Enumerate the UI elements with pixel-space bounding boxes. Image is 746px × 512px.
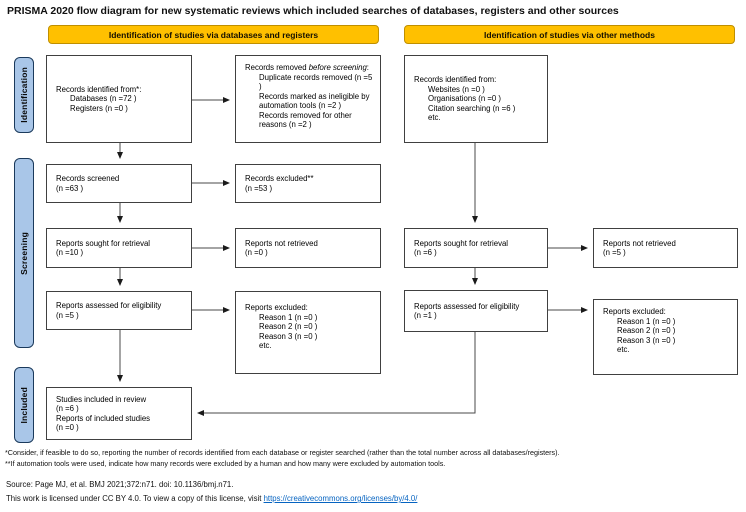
- phase-label-included: Included: [14, 367, 34, 443]
- box-line: Duplicate records removed (n =5 ): [259, 72, 373, 92]
- box-line: Records removed before screening:: [245, 63, 369, 72]
- box-reports-excluded-databases: Reports excluded: Reason 1 (n =0 ) Reaso…: [235, 291, 381, 374]
- page-title: PRISMA 2020 flow diagram for new systema…: [7, 5, 619, 17]
- box-line: Records marked as ineligible by automati…: [259, 91, 370, 111]
- header-other-methods: Identification of studies via other meth…: [404, 25, 735, 44]
- box-line: (n =0 ): [56, 423, 79, 432]
- box-line: (n =5 ): [603, 248, 626, 257]
- box-reports-excluded-other: Reports excluded: Reason 1 (n =0 ) Reaso…: [593, 299, 738, 375]
- box-line: (n =10 ): [56, 248, 84, 257]
- box-line: Reports assessed for eligibility: [414, 301, 520, 311]
- box-reports-assessed-other: Reports assessed for eligibility (n =1 ): [404, 290, 548, 332]
- box-studies-included: Studies included in review (n =6 ) Repor…: [46, 387, 192, 440]
- box-line: etc.: [428, 113, 441, 123]
- box-line: Reports excluded:: [245, 303, 308, 312]
- box-records-identified-other: Records identified from: Websites (n =0 …: [404, 55, 548, 143]
- box-line: Reports assessed for eligibility: [56, 301, 162, 310]
- box-records-removed: Records removed before screening: Duplic…: [235, 55, 381, 143]
- box-line: Reason 3 (n =0 ): [617, 335, 676, 345]
- box-line: Reason 1 (n =0 ): [617, 316, 676, 326]
- box-reports-not-retrieved-other: Reports not retrieved (n =5 ): [593, 228, 738, 268]
- box-line: Records screened: [56, 174, 120, 183]
- box-line: Reports sought for retrieval: [56, 238, 151, 248]
- box-line: Records excluded**: [245, 174, 314, 183]
- box-line: Reports excluded:: [603, 307, 666, 316]
- source-citation: Source: Page MJ, et al. BMJ 2021;372:n71…: [6, 480, 234, 489]
- header-databases-registers: Identification of studies via databases …: [48, 25, 379, 44]
- box-line: (n =0 ): [245, 248, 268, 257]
- box-line: (n =6 ): [414, 248, 437, 257]
- box-reports-sought-other: Reports sought for retrieval (n =6 ): [404, 228, 548, 268]
- box-line: Reason 2 (n =0 ): [259, 322, 318, 331]
- box-line: Records identified from:: [414, 75, 497, 85]
- box-line: (n =63 ): [56, 183, 84, 193]
- box-line: (n =1 ): [414, 311, 437, 320]
- box-line: etc.: [617, 345, 630, 354]
- footnote-asterisk: *Consider, if feasible to do so, reporti…: [5, 448, 560, 457]
- box-line: (n =5 ): [56, 310, 79, 320]
- box-reports-assessed-databases: Reports assessed for eligibility (n =5 ): [46, 291, 192, 330]
- box-line: Reports of included studies: [56, 413, 151, 423]
- box-records-identified-databases: Records identified from*: Databases (n =…: [46, 55, 192, 143]
- phase-label-identification: Identification: [14, 57, 34, 133]
- license-link[interactable]: https://creativecommons.org/licenses/by/…: [263, 494, 418, 503]
- box-line: Records identified from*:: [56, 84, 142, 94]
- box-line: Citation searching (n =6 ): [428, 103, 516, 113]
- box-line: (n =6 ): [56, 404, 79, 413]
- box-line: Websites (n =0 ): [428, 84, 485, 94]
- box-reports-sought-databases: Reports sought for retrieval (n =10 ): [46, 228, 192, 268]
- license-text: This work is licensed under CC BY 4.0. T…: [6, 494, 264, 503]
- box-line: Reason 2 (n =0 ): [617, 326, 676, 335]
- box-line: Reports sought for retrieval: [414, 238, 509, 248]
- box-records-screened: Records screened (n =63 ): [46, 164, 192, 203]
- box-line: Registers (n =0 ): [70, 103, 128, 113]
- box-line: (n =53 ): [245, 183, 273, 193]
- box-line: Reports not retrieved: [603, 238, 676, 248]
- box-line: Databases (n =72 ): [70, 94, 137, 104]
- box-line: Organisations (n =0 ): [428, 94, 502, 104]
- box-records-excluded: Records excluded** (n =53 ): [235, 164, 381, 203]
- box-line: Reports not retrieved: [245, 238, 318, 248]
- box-line: Records removed for other reasons (n =2 …: [259, 110, 352, 130]
- box-line: Studies included in review: [56, 394, 147, 404]
- license-line: This work is licensed under CC BY 4.0. T…: [6, 494, 417, 503]
- footnote-double-asterisk: **If automation tools were used, indicat…: [5, 459, 446, 468]
- box-line: Reason 3 (n =0 ): [259, 331, 318, 341]
- phase-label-screening: Screening: [14, 158, 34, 348]
- box-line: Reason 1 (n =0 ): [259, 312, 318, 322]
- box-line: etc.: [259, 341, 272, 350]
- box-reports-not-retrieved-databases: Reports not retrieved (n =0 ): [235, 228, 381, 268]
